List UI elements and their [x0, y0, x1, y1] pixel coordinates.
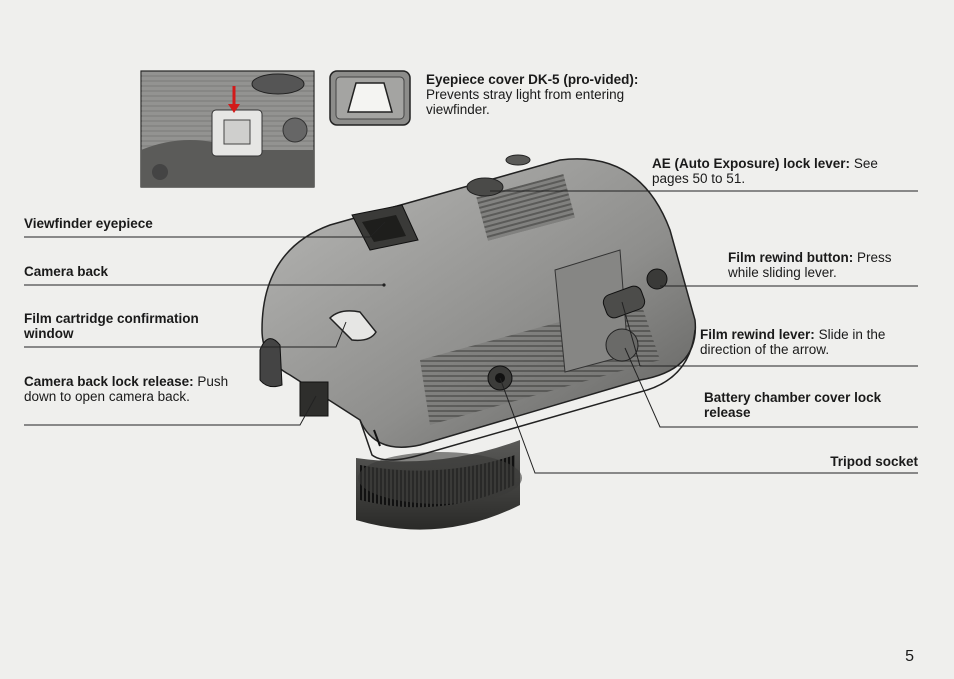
viewfinder-eyepiece-title: Viewfinder eyepiece — [24, 216, 153, 231]
camera-back-callout: Camera back — [24, 264, 324, 279]
eyepiece-cover-desc: Prevents stray light from entering viewf… — [426, 87, 625, 117]
tripod-socket-title: Tripod socket — [830, 454, 918, 469]
camera-back-title: Camera back — [24, 264, 109, 279]
film-cartridge-window-callout: Film cartridge confirmation window — [24, 311, 244, 341]
film-rewind-lever-callout: Film rewind lever: Slide in the directio… — [700, 327, 918, 357]
film-rewind-lever-desc: Slide in the direction of the arrow. — [700, 327, 886, 357]
battery-cover-lock-callout: Battery chamber cover lock release — [704, 390, 918, 420]
back-lock-release-desc: Push down to open camera back. — [24, 374, 229, 404]
eyepiece-cover-callout: Eyepiece cover DK-5 (pro-vided): Prevent… — [426, 72, 646, 117]
viewfinder-eyepiece-callout: Viewfinder eyepiece — [24, 216, 324, 231]
page-number: 5 — [905, 648, 914, 665]
film-cartridge-window-title: Film cartridge confirmation window — [24, 311, 199, 341]
ae-lock-title: AE (Auto Exposure) lock lever: — [652, 156, 851, 171]
back-lock-release-callout: Camera back lock release: Push down to o… — [24, 374, 239, 404]
tripod-socket-callout: Tripod socket — [700, 454, 918, 469]
lens — [356, 440, 522, 530]
ae-lock-desc: See pages 50 to 51. — [652, 156, 878, 186]
eyepiece-cover-title: Eyepiece cover DK-5 (pro-vided): — [426, 72, 639, 87]
back-lock-release-title: Camera back lock release: — [24, 374, 194, 389]
camera-body — [259, 154, 697, 461]
ae-lock-callout: AE (Auto Exposure) lock lever: See pages… — [652, 156, 918, 186]
film-rewind-button-title: Film rewind button: — [728, 250, 854, 265]
film-rewind-lever-title: Film rewind lever: — [700, 327, 815, 342]
battery-cover-lock-title: Battery chamber cover lock release — [704, 390, 882, 420]
inset-photo — [140, 70, 315, 188]
film-rewind-button-desc: Press while sliding lever. — [728, 250, 892, 280]
leader-lines — [24, 190, 918, 474]
film-rewind-button-callout: Film rewind button: Press while sliding … — [728, 250, 918, 280]
eyepiece-cover-drawing — [329, 70, 411, 126]
